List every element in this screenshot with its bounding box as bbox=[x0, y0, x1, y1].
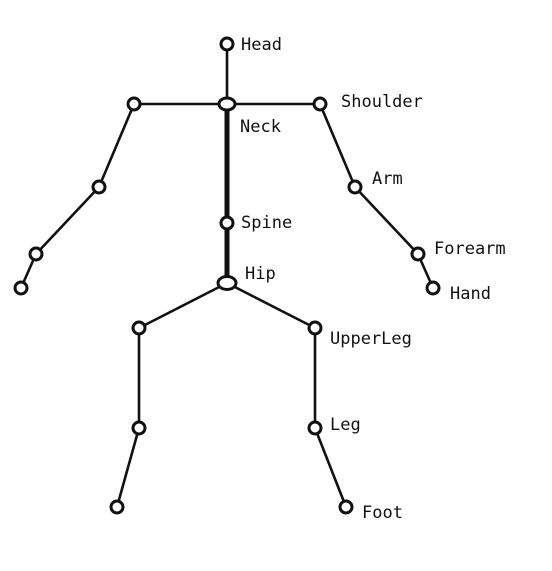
joint-right-forearm bbox=[410, 246, 426, 262]
bone-hip-left-upperleg bbox=[137, 281, 229, 330]
joints bbox=[13, 36, 441, 515]
joint-left-arm bbox=[91, 179, 107, 195]
label-spine: Spine bbox=[241, 213, 292, 233]
label-leg: Leg bbox=[330, 415, 361, 435]
joint-right-foot bbox=[338, 499, 354, 515]
label-hip: Hip bbox=[245, 264, 276, 284]
bone-right-arm-forearm bbox=[353, 185, 420, 256]
bone-right-shoulder-arm bbox=[318, 102, 357, 189]
label-arm: Arm bbox=[372, 169, 403, 189]
bone-left-arm-forearm bbox=[34, 185, 101, 256]
joint-left-shoulder bbox=[126, 96, 142, 112]
joint-left-forearm bbox=[28, 246, 44, 262]
joint-hip bbox=[216, 275, 238, 291]
label-shoulder: Shoulder bbox=[341, 92, 423, 112]
bone-hip-right-upperleg bbox=[225, 281, 317, 330]
joint-right-arm bbox=[347, 179, 363, 195]
joint-left-upperleg bbox=[131, 320, 147, 336]
joint-right-hand bbox=[425, 280, 441, 296]
joint-head bbox=[219, 36, 235, 52]
joint-left-leg bbox=[131, 420, 147, 436]
label-upperleg: UpperLeg bbox=[330, 329, 412, 349]
label-hand: Hand bbox=[450, 284, 491, 304]
joint-neck bbox=[217, 96, 237, 112]
joint-left-hand bbox=[13, 280, 29, 296]
bone-left-leg-foot bbox=[115, 426, 141, 509]
label-head: Head bbox=[241, 35, 282, 55]
label-foot: Foot bbox=[362, 503, 403, 523]
joint-right-leg bbox=[307, 420, 323, 436]
joint-labels: Head Neck Shoulder Arm Forearm Hand Spin… bbox=[240, 35, 506, 523]
label-forearm: Forearm bbox=[434, 239, 506, 259]
joint-right-shoulder bbox=[312, 96, 328, 112]
joint-right-upperleg bbox=[307, 320, 323, 336]
joint-spine bbox=[219, 215, 235, 231]
bone-left-shoulder-arm bbox=[97, 102, 136, 189]
label-neck: Neck bbox=[240, 117, 281, 137]
bone-right-leg-foot bbox=[313, 426, 348, 509]
joint-left-foot bbox=[109, 499, 125, 515]
